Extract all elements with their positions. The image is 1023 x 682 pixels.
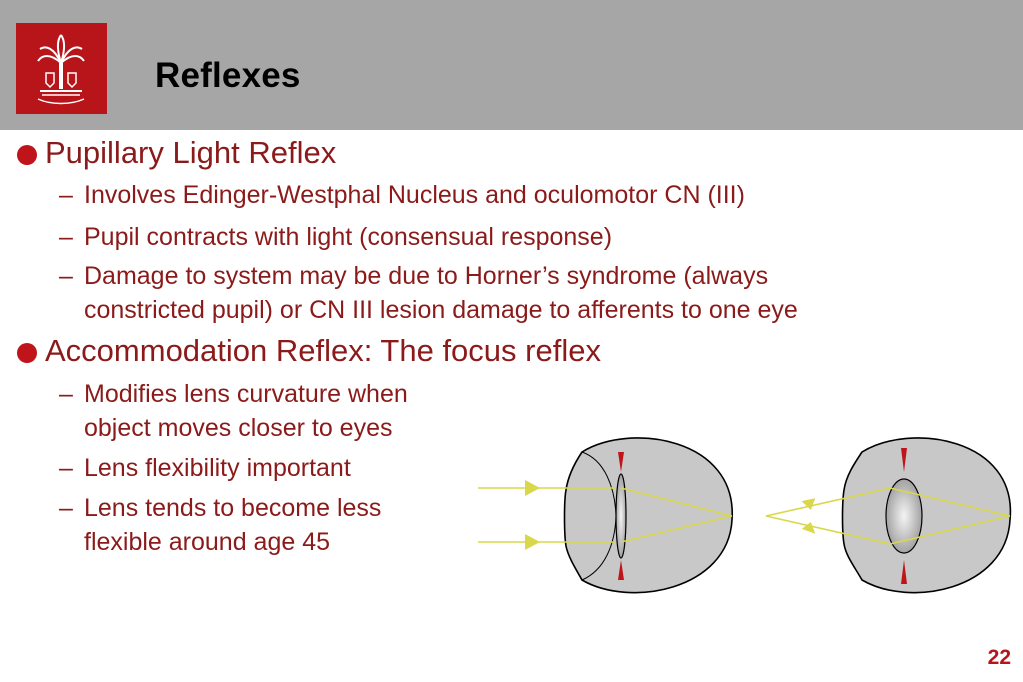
dash-icon: – [59,181,73,209]
page-number: 22 [987,646,1011,669]
palmetto-seal-logo [16,23,107,114]
bullet-text: Accommodation Reflex: The focus reflex [45,333,601,368]
bullet-dot-icon [17,343,37,363]
sub-bullet-text: constricted pupil) or CN III lesion dama… [84,296,798,324]
sub-bullet-text: flexible around age 45 [84,528,331,556]
slide-header [0,0,1023,130]
sub-bullet-text: Pupil contracts with light (consensual r… [84,223,613,251]
dash-icon: – [59,454,73,482]
sub-bullet-text: Damage to system may be due to Horner’s … [84,262,769,290]
bullet-text: Pupillary Light Reflex [45,135,337,170]
sub-bullet-text: Modifies lens curvature when [84,380,408,408]
eye-accommodation-diagram [470,430,1015,605]
sub-bullet-text: object moves closer to eyes [84,414,393,442]
bullet-dot-icon [17,145,37,165]
eye-near-vision-icon [765,437,1011,594]
dash-icon: – [59,380,73,408]
dash-icon: – [59,494,73,522]
dash-icon: – [59,262,73,290]
slide-title: Reflexes [155,56,301,95]
sub-bullet-text: Involves Edinger-Westphal Nucleus and oc… [84,181,745,209]
dash-icon: – [59,223,73,251]
sub-bullet-text: Lens tends to become less [84,494,382,522]
eye-distant-vision-icon [478,437,733,594]
sub-bullet-text: Lens flexibility important [84,454,351,482]
